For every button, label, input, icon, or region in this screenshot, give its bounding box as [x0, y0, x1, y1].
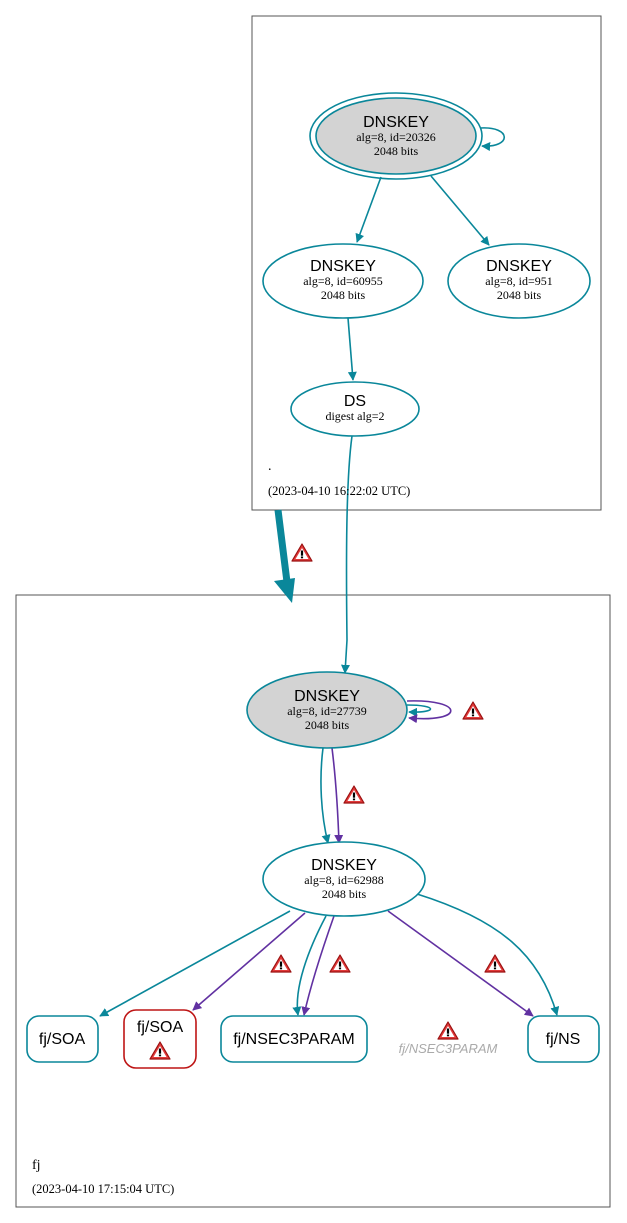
fj-zone-container	[15, 594, 611, 1208]
delegation-warning-icon[interactable]	[291, 543, 313, 562]
root-zsk-951-line2: 2048 bits	[497, 288, 542, 302]
edge-zsk-to-ds	[347, 317, 357, 381]
root-zsk-60955-line1: alg=8, id=60955	[303, 274, 383, 288]
root-zsk-60955-line2: 2048 bits	[321, 288, 366, 302]
fj-nsec3param-missing-warning-icon[interactable]	[437, 1021, 459, 1040]
fj-ksk-line2: 2048 bits	[305, 718, 350, 732]
root-ksk-title: DNSKEY	[363, 114, 429, 131]
fj-nsec3param-label: fj/NSEC3PARAM	[233, 1031, 355, 1048]
fj-ksk-line1: alg=8, id=27739	[287, 704, 367, 718]
edge-zsk-to-nsec3param-teal	[292, 915, 327, 1016]
nsec3param-edge-warning-icon[interactable]	[329, 954, 351, 973]
fj-nsec3param-missing-record[interactable]: fj/NSEC3PARAM	[399, 1021, 498, 1056]
root-ds-title: DS	[344, 393, 366, 410]
edge-ksk-to-zsk-60955	[355, 176, 382, 243]
root-zsk-951-title: DNSKEY	[486, 258, 552, 275]
ns-edge-warning-icon[interactable]	[484, 954, 506, 973]
edge-ksk-to-zsk-951	[430, 175, 490, 246]
edge-zsk-to-soa	[99, 910, 291, 1017]
root-zone-name: .	[268, 459, 272, 474]
edge-fj-ksk-self-loop-purple	[406, 700, 452, 724]
edge-fj-ksk-to-zsk-teal	[320, 747, 331, 844]
edge-zsk-to-ns-purple	[387, 910, 534, 1017]
edge-ksk-self-loop	[479, 127, 506, 152]
root-ds-node[interactable]: DS digest alg=2	[290, 381, 420, 437]
delegation-edge	[274, 509, 291, 583]
fj-ns-record[interactable]: fj/NS	[527, 1015, 600, 1063]
fj-zsk-line1: alg=8, id=62988	[304, 873, 384, 887]
root-ds-line1: digest alg=2	[325, 409, 384, 423]
edge-zsk-to-ns-teal	[416, 893, 560, 1016]
root-zsk-60955-node[interactable]: DNSKEY alg=8, id=60955 2048 bits	[262, 243, 424, 319]
edge-zsk-to-nsec3param-purple	[301, 915, 335, 1016]
fj-nsec3param-record[interactable]: fj/NSEC3PARAM	[220, 1015, 368, 1063]
edge-ds-to-fj-ksk	[340, 435, 353, 674]
fj-ns-label: fj/NS	[546, 1031, 581, 1048]
fj-ksk-title: DNSKEY	[294, 688, 360, 705]
fj-soa-error-record[interactable]: fj/SOA	[123, 1009, 197, 1069]
fj-zsk-title: DNSKEY	[311, 857, 377, 874]
edge-zsk-to-soa-error	[192, 912, 306, 1011]
fj-zsk-node[interactable]: DNSKEY alg=8, id=62988 2048 bits	[262, 841, 426, 917]
soa-error-edge-warning-icon[interactable]	[270, 954, 292, 973]
fj-soa-error-label: fj/SOA	[137, 1019, 184, 1036]
fj-ksk-node[interactable]: DNSKEY alg=8, id=27739 2048 bits	[246, 671, 408, 749]
fj-nsec3param-missing-label: fj/NSEC3PARAM	[399, 1041, 498, 1056]
root-zone-container	[251, 15, 602, 511]
root-zsk-951-line1: alg=8, id=951	[485, 274, 553, 288]
root-ksk-node[interactable]: DNSKEY alg=8, id=20326 2048 bits	[309, 92, 483, 180]
root-zsk-60955-title: DNSKEY	[310, 258, 376, 275]
fj-zone-timestamp: (2023-04-10 17:15:04 UTC)	[32, 1182, 174, 1196]
fj-soa-record[interactable]: fj/SOA	[26, 1015, 99, 1063]
root-zsk-951-node[interactable]: DNSKEY alg=8, id=951 2048 bits	[447, 243, 591, 319]
root-ksk-line2: 2048 bits	[374, 144, 419, 158]
edge-fj-ksk-to-zsk-purple	[331, 747, 344, 844]
root-zone-timestamp: (2023-04-10 16:22:02 UTC)	[268, 484, 410, 498]
fj-ksk-zsk-warning-icon[interactable]	[343, 785, 365, 804]
root-ksk-line1: alg=8, id=20326	[356, 130, 436, 144]
fj-soa-label: fj/SOA	[39, 1031, 86, 1048]
delegation-arrowhead	[274, 578, 295, 603]
edge-fj-ksk-self-loop-teal	[406, 704, 432, 717]
fj-zsk-line2: 2048 bits	[322, 887, 367, 901]
fj-ksk-loop-warning-icon[interactable]	[462, 701, 484, 720]
fj-zone-name: fj	[32, 1158, 41, 1173]
